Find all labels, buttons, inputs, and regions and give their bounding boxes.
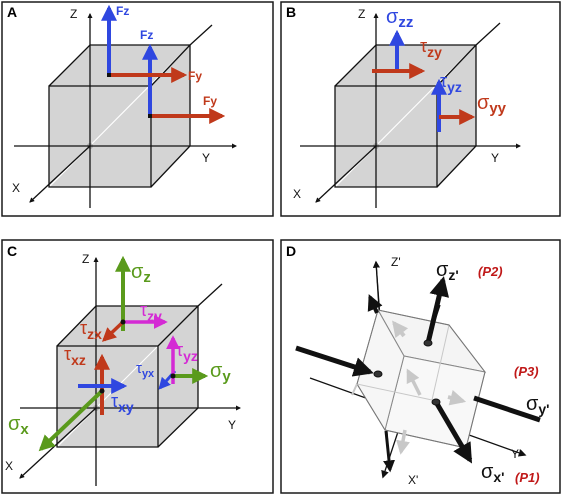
fy-top-label: Fy [188,69,202,83]
tau-zx-arrow [101,320,125,342]
sigma-z-prime-label: σz' [436,259,459,283]
fy-bottom-label: Fy [203,94,217,108]
fz-mid-label: Fz [140,28,153,42]
panel-b-label: B [286,4,296,20]
tau-yz-label: τyz [176,340,198,364]
panel-d-label: D [286,243,296,259]
sigma-y-label: σy [210,360,231,385]
p2-tag: (P2) [478,264,503,279]
panel-d-z-axis-label: Z' [391,255,401,269]
panel-c-z-axis-label: Z [82,252,89,266]
panel-a: A Z Y X Fz Fz [1,1,274,217]
panel-c-x-axis-label: X [5,459,13,473]
panel-c: C Z Y X σz τzy [1,239,274,494]
panel-a-axes: Z Y X [12,7,238,208]
panel-b-y-axis-label: Y [491,151,499,165]
sigma-z-label: σz [131,261,151,286]
panel-c-y-axis-label: Y [228,418,236,432]
panel-c-axes: Z Y X [5,252,242,486]
sigma-z-prime-arrow [425,276,450,344]
panel-b-stresses: σzz τzy τyz σyy [372,6,507,132]
sigma-x-prime-label: σx' [481,461,504,485]
panel-d: D Z' Y' X' [280,239,561,494]
tau-xz-label: τxz [64,344,86,368]
tau-zy-label: τzy [420,36,442,60]
panel-c-label: C [7,243,17,259]
panel-c-stresses: σz τzy τzx τxz τyx τyz σy τxy σx [8,255,231,452]
sigma-y-prime-label: σy' [526,393,549,417]
panel-d-y-axis-label: Y' [511,447,521,461]
panel-d-x-axis-label: X' [408,473,418,487]
panel-d-principal-stresses: σz' (P2) σy' (P3) σx' (P1) [295,259,549,485]
left-compression-arrow [295,345,374,377]
sigma-zz-label: σzz [386,6,413,31]
panel-b-x-axis-label: X [293,187,301,201]
panel-a-forces: Fz Fz Fy Fy [101,4,226,124]
tau-zy-label: τzy [140,300,162,324]
sigma-y-prime-arrow [473,395,541,423]
panel-a-label: A [7,4,17,20]
panel-a-z-axis-label: Z [70,7,77,21]
bottom-edge-arrow [383,430,395,473]
sigma-x-prime-arrow [433,400,473,464]
tau-yx-label: τyx [136,360,155,380]
sigma-yy-label: σyy [477,92,507,117]
panel-a-y-axis-label: Y [202,151,210,165]
fz-top-label: Fz [116,4,129,18]
panel-b-z-axis-label: Z [358,7,365,21]
p3-tag: (P3) [514,364,539,379]
tau-yz-label: τyz [440,71,462,95]
p1-tag: (P1) [515,470,540,485]
panel-a-x-axis-label: X [12,181,20,195]
sigma-x-arrow [38,389,104,452]
tau-zx-label: τzx [80,318,102,342]
panel-b: B Z Y X σzz τzy [280,1,561,217]
top-edge-arrow [367,294,383,314]
panel-b-axes: Z Y X [293,7,522,208]
sigma-x-label: σx [8,413,29,438]
tau-xy-label: τxy [111,391,134,415]
